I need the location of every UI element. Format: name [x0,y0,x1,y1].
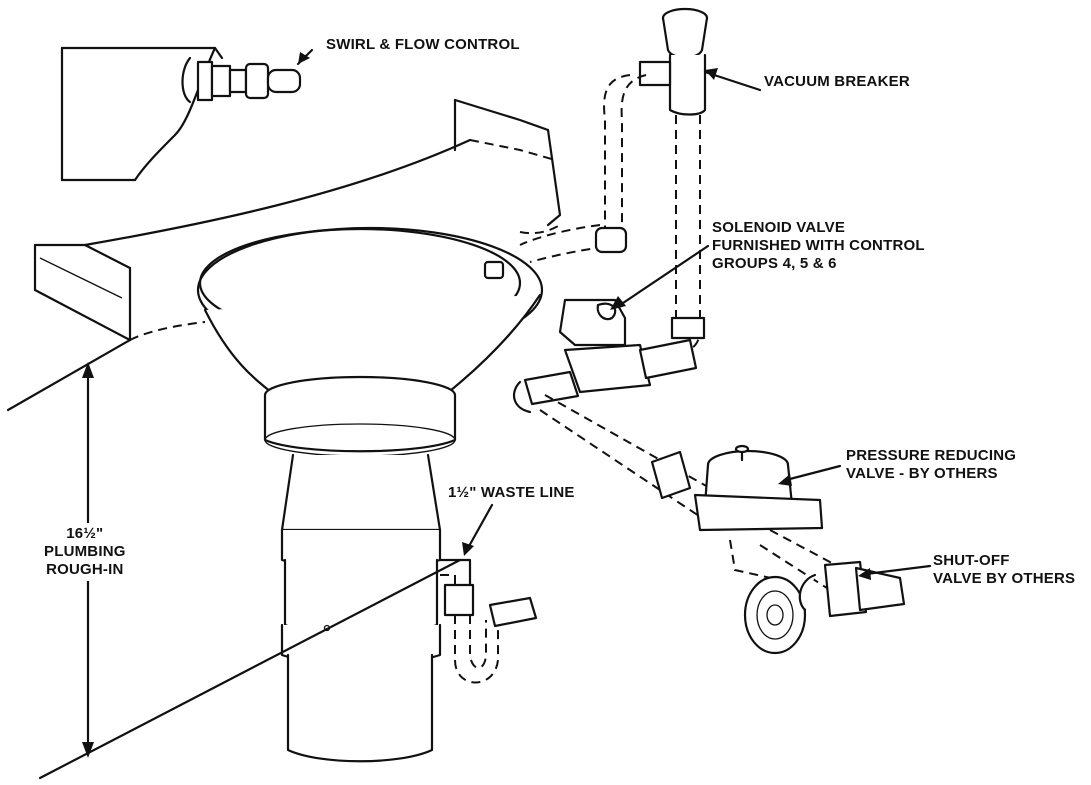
waste-label-line: 1½" WASTE LINE [448,484,575,501]
shutoff-label-line-1: SHUT-OFF [933,552,1010,569]
pressure-label-line-1: PRESSURE REDUCING [846,447,1017,464]
countertop [33,98,562,342]
swirl-label-line: SWIRL & FLOW CONTROL [326,36,520,53]
label-shutoff-valve: SHUT-OFF VALVE BY OTHERS [933,552,1075,588]
roughin-label-line-3: ROUGH-IN [46,561,124,578]
shutoff-label-line-2: VALVE BY OTHERS [933,570,1076,587]
vacuum-label-line: VACUUM BREAKER [764,73,910,90]
pressure-label-line-2: VALVE - BY OTHERS [846,465,998,482]
fountain-pedestal [196,226,544,763]
label-pressure-reducing-valve: PRESSURE REDUCING VALVE - BY OTHERS [846,447,1016,483]
label-solenoid-valve: SOLENOID VALVE FURNISHED WITH CONTROL GR… [712,219,925,273]
solenoid-label-line-1: SOLENOID VALVE [712,219,846,236]
pressure-reducing-valve [693,444,846,655]
label-vacuum-breaker: VACUUM BREAKER [764,73,910,91]
leader-arrows [462,68,932,580]
waste-trap [438,558,538,684]
roughin-label-line-2: PLUMBING [44,543,126,560]
solenoid-label-line-2: FURNISHED WITH CONTROL [712,237,925,254]
roughin-label-line-1: 16½" [66,525,104,542]
supply-line [512,298,741,531]
label-plumbing-rough-in: 16½" PLUMBING ROUGH-IN [40,523,130,581]
vacuum-breaker-assembly [519,7,709,353]
label-swirl-flow-control: SWIRL & FLOW CONTROL [326,36,520,54]
label-waste-line: 1½" WASTE LINE [448,484,575,502]
solenoid-label-line-3: GROUPS 4, 5 & 6 [712,255,837,272]
swirl-detail-inset [60,46,314,182]
